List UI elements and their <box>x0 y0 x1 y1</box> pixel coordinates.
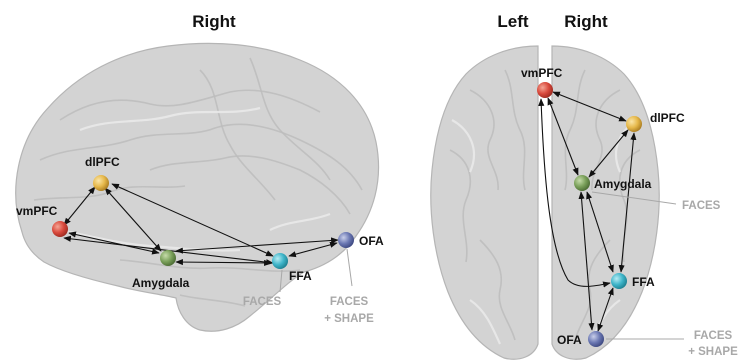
right-panel: Left Right <box>431 12 738 359</box>
label-ofa: OFA <box>359 234 384 248</box>
annotation-faces-right: FACES <box>682 200 721 212</box>
node-ffa-axial <box>611 273 627 289</box>
label-amygdala-axial: Amygdala <box>594 177 652 191</box>
right-panel-title-left: Left <box>497 12 529 31</box>
label-ffa: FFA <box>289 269 312 283</box>
label-amygdala: Amygdala <box>132 276 190 290</box>
right-panel-title-right: Right <box>564 12 608 31</box>
label-vmpfc: vmPFC <box>16 204 58 218</box>
annotation-faces-shape-right-line2: + SHAPE <box>688 346 738 358</box>
node-dlpfc <box>93 175 109 191</box>
label-vmpfc-axial: vmPFC <box>521 66 563 80</box>
node-vmpfc-axial <box>537 82 553 98</box>
annotation-faces-shape-left-line2: + SHAPE <box>324 313 374 325</box>
node-ofa-axial <box>588 331 604 347</box>
node-vmpfc <box>52 221 68 237</box>
sagittal-brain-image <box>16 43 379 331</box>
node-amygdala-axial <box>574 175 590 191</box>
node-dlpfc-axial <box>626 116 642 132</box>
faces-shape-pointer-left <box>347 249 352 286</box>
annotation-faces-left: FACES <box>243 296 282 308</box>
label-ofa-axial: OFA <box>557 333 582 347</box>
annotation-faces-shape-right-line1: FACES <box>694 330 733 342</box>
left-panel: Right <box>16 12 384 331</box>
left-panel-title: Right <box>192 12 236 31</box>
node-ffa <box>272 253 288 269</box>
label-dlpfc: dlPFC <box>85 155 120 169</box>
node-ofa <box>338 232 354 248</box>
annotation-faces-shape-left-line1: FACES <box>330 296 369 308</box>
node-amygdala <box>160 250 176 266</box>
label-ffa-axial: FFA <box>632 275 655 289</box>
label-dlpfc-axial: dlPFC <box>650 111 685 125</box>
